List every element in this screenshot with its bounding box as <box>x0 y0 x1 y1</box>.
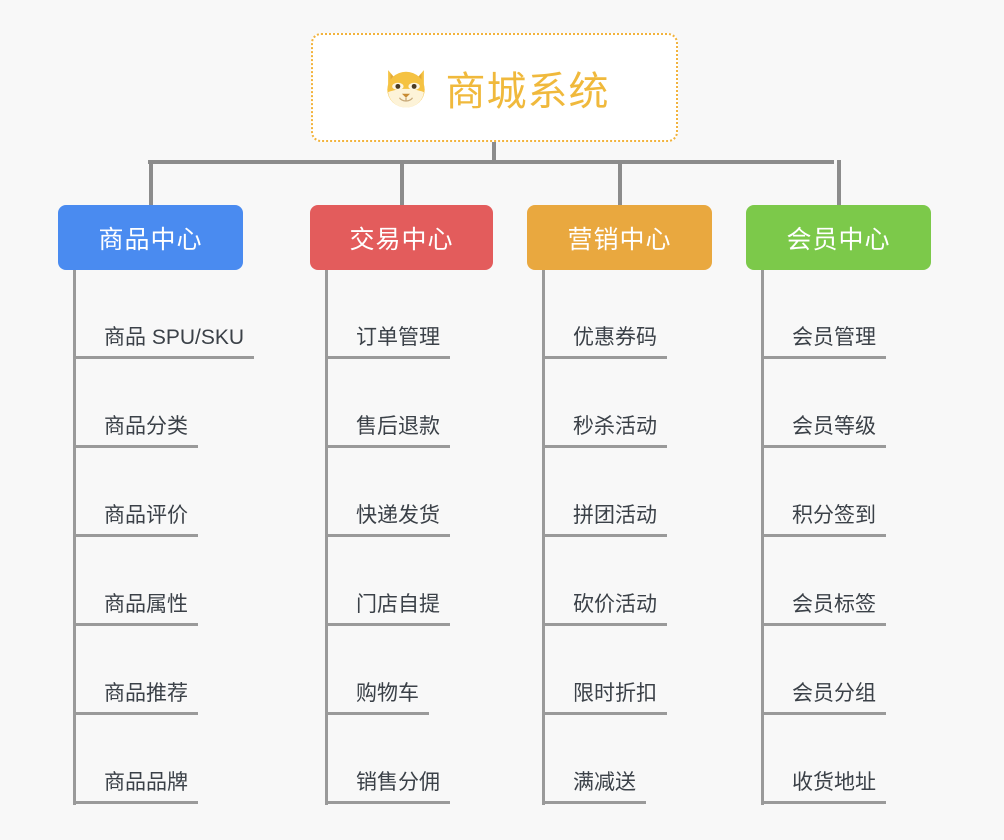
leaf-item[interactable]: 售后退款 <box>325 359 450 448</box>
leaf-item-label: 售后退款 <box>325 415 450 448</box>
leaf-item[interactable]: 商品推荐 <box>73 626 198 715</box>
leaf-item-label: 拼团活动 <box>542 504 667 537</box>
leaf-item[interactable]: 订单管理 <box>325 270 450 359</box>
connector-root-stem <box>492 142 496 164</box>
leaf-item-label: 秒杀活动 <box>542 415 667 448</box>
leaf-item-label: 会员管理 <box>761 326 886 359</box>
leaf-item-label: 商品 SPU/SKU <box>73 326 255 359</box>
category-label: 商品中心 <box>98 225 203 254</box>
leaf-item[interactable]: 会员管理 <box>761 270 886 359</box>
leaf-item[interactable]: 会员分组 <box>761 626 886 715</box>
leaf-item-label: 销售分佣 <box>325 771 450 804</box>
root-node-shop-system[interactable]: 商城系统 <box>311 33 678 142</box>
leaf-item-label: 商品品牌 <box>73 771 198 804</box>
leaf-item-label: 购物车 <box>325 682 429 715</box>
leaf-item[interactable]: 会员标签 <box>761 537 886 626</box>
category-box-2[interactable]: 交易中心 <box>310 205 493 270</box>
leaf-item[interactable]: 商品品牌 <box>73 715 198 804</box>
shiba-dog-face-icon <box>380 62 432 114</box>
leaf-item-label: 限时折扣 <box>542 682 667 715</box>
leaf-item[interactable]: 门店自提 <box>325 537 450 626</box>
leaf-item-label: 订单管理 <box>325 326 450 359</box>
leaf-item[interactable]: 收货地址 <box>761 715 886 804</box>
connector-drop-3 <box>617 160 622 205</box>
leaf-column-1: 商品 SPU/SKU 商品分类商品评价商品属性商品推荐商品品牌 <box>73 270 318 805</box>
connector-horizontal-bar <box>148 160 834 164</box>
leaf-item[interactable]: 商品属性 <box>73 537 198 626</box>
connector-drop-2 <box>399 160 404 205</box>
leaf-item[interactable]: 购物车 <box>325 626 429 715</box>
leaf-column-4: 会员管理会员等级积分签到会员标签会员分组收货地址 <box>761 270 1004 805</box>
category-box-3[interactable]: 营销中心 <box>527 205 712 270</box>
leaf-item-label: 会员标签 <box>761 593 886 626</box>
leaf-spine <box>325 270 328 805</box>
category-label: 营销中心 <box>567 225 672 254</box>
category-label: 交易中心 <box>349 225 454 254</box>
leaf-item-label: 商品分类 <box>73 415 198 448</box>
leaf-item[interactable]: 商品评价 <box>73 448 198 537</box>
leaf-item-label: 砍价活动 <box>542 593 667 626</box>
leaf-item[interactable]: 快递发货 <box>325 448 450 537</box>
leaf-item-label: 收货地址 <box>761 771 886 804</box>
leaf-item-label: 积分签到 <box>761 504 886 537</box>
category-box-1[interactable]: 商品中心 <box>58 205 243 270</box>
leaf-item-label: 会员等级 <box>761 415 886 448</box>
leaf-item-label: 商品推荐 <box>73 682 198 715</box>
leaf-spine <box>73 270 76 805</box>
leaf-column-3: 优惠券码秒杀活动拼团活动砍价活动限时折扣满减送 <box>542 270 787 805</box>
leaf-column-2: 订单管理售后退款快递发货门店自提购物车销售分佣 <box>325 270 568 805</box>
category-label: 会员中心 <box>786 225 891 254</box>
leaf-item[interactable]: 满减送 <box>542 715 646 804</box>
leaf-item[interactable]: 优惠券码 <box>542 270 667 359</box>
leaf-item[interactable]: 商品分类 <box>73 359 198 448</box>
connector-drop-1 <box>148 160 153 205</box>
leaf-item[interactable]: 会员等级 <box>761 359 886 448</box>
leaf-spine <box>542 270 545 805</box>
leaf-item[interactable]: 砍价活动 <box>542 537 667 626</box>
leaf-item-label: 会员分组 <box>761 682 886 715</box>
leaf-item[interactable]: 限时折扣 <box>542 626 667 715</box>
leaf-item-label: 优惠券码 <box>542 326 667 359</box>
leaf-item[interactable]: 拼团活动 <box>542 448 667 537</box>
leaf-item[interactable]: 销售分佣 <box>325 715 450 804</box>
leaf-item-label: 快递发货 <box>325 504 450 537</box>
connector-drop-4 <box>836 160 841 205</box>
leaf-spine <box>761 270 764 805</box>
leaf-item[interactable]: 商品 SPU/SKU <box>73 270 255 359</box>
leaf-item-label: 门店自提 <box>325 593 450 626</box>
root-node-label: 商城系统 <box>445 69 610 114</box>
category-box-4[interactable]: 会员中心 <box>746 205 931 270</box>
leaf-item-label: 满减送 <box>542 771 646 804</box>
leaf-item-label: 商品属性 <box>73 593 198 626</box>
leaf-item[interactable]: 秒杀活动 <box>542 359 667 448</box>
leaf-item[interactable]: 积分签到 <box>761 448 886 537</box>
leaf-item-label: 商品评价 <box>73 504 198 537</box>
